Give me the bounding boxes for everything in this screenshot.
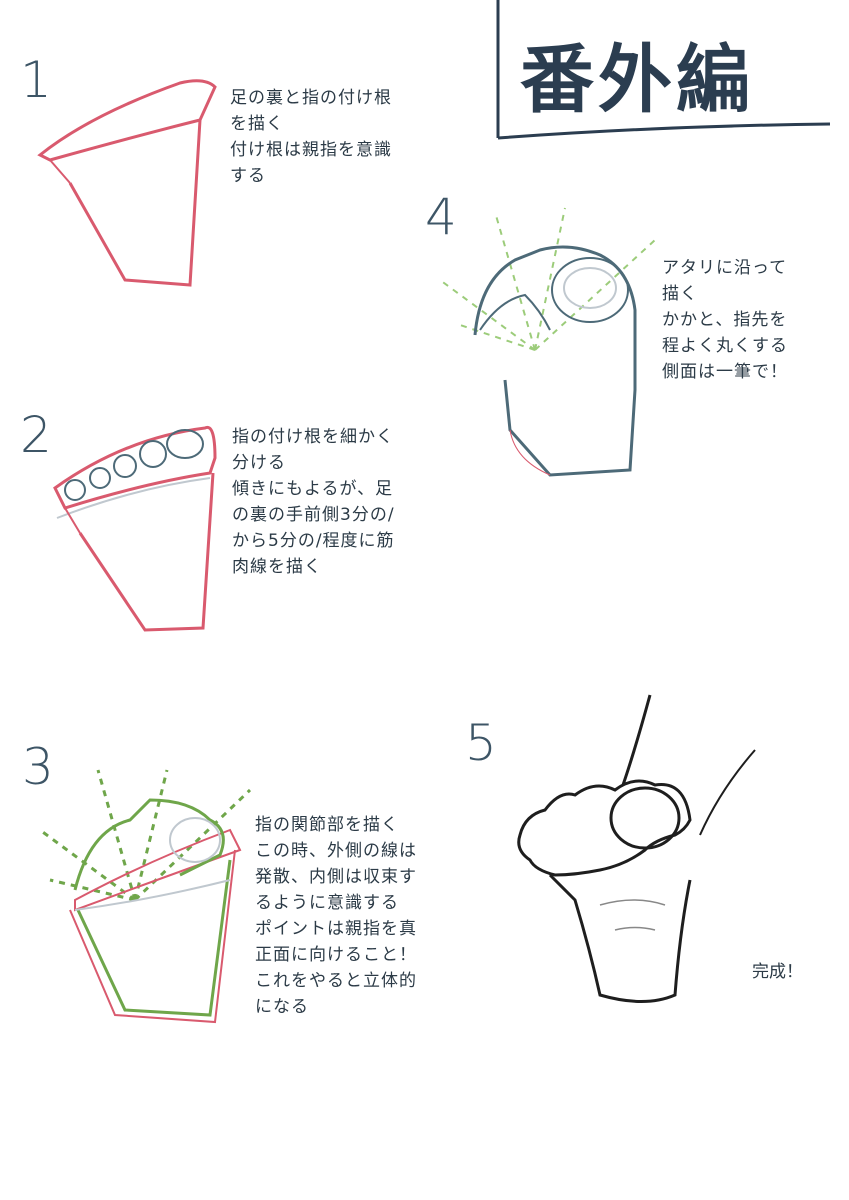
step-1-sketch — [37, 79, 217, 287]
step-5-number: 5 — [465, 714, 497, 772]
toe-base-2 — [89, 467, 111, 489]
step-3-sketch — [39, 769, 252, 1024]
toe-base-1 — [64, 479, 86, 501]
step-4-number: 4 — [425, 188, 457, 246]
step-5-sketch — [517, 694, 756, 1003]
step-1-text: 足の裏と指の付け根 を描く 付け根は親指を意識 する — [230, 88, 392, 186]
title-divider — [496, 0, 831, 140]
step-3-number: 3 — [22, 738, 54, 796]
page-title: 番外編 — [520, 37, 754, 123]
step-5-text: 完成！ — [752, 962, 803, 982]
toe-base-3 — [113, 454, 137, 478]
step-4-sketch — [439, 207, 656, 477]
step-4-text: アタリに沿って 描く かかと、指先を 程よく丸くする 側面は一筆で！ — [662, 258, 788, 382]
step-1-number: 1 — [20, 51, 52, 109]
step-3-text: 指の関節部を描く この時、外側の線は 発散、内側は収束す るように意識する ポイ… — [255, 815, 417, 1017]
step-2-text: 指の付け根を細かく 分ける 傾きにもよるが、足 の裏の手前側3分の/ から5分の… — [232, 427, 395, 577]
step-2-sketch — [53, 425, 217, 632]
step-2-number: 2 — [20, 406, 52, 464]
toe-base-4 — [139, 440, 167, 468]
toe-base-5 — [166, 429, 204, 459]
